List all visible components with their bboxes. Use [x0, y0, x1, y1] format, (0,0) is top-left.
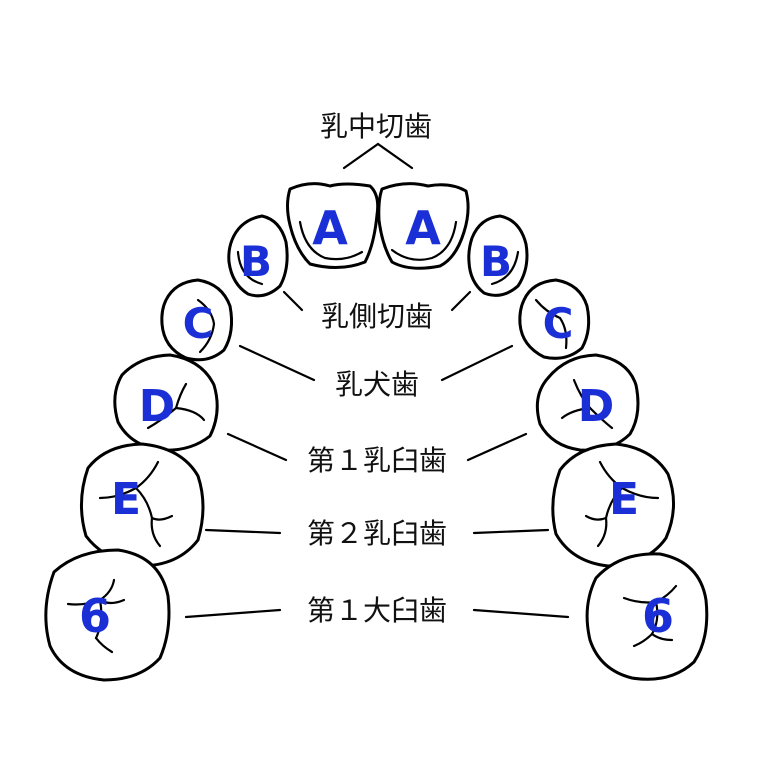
tooth-canine-right: C — [518, 278, 591, 360]
label-canine: 乳犬歯 — [335, 368, 419, 401]
leader-central-incisor — [342, 142, 414, 170]
tooth-letter-second-molar-left: E — [111, 474, 141, 525]
label-first-permanent-molar: 第１大臼歯 — [307, 594, 447, 627]
tooth-central-incisor-right: A — [377, 182, 470, 270]
tooth-letter-central-right: A — [405, 201, 441, 255]
tooth-letter-lateral-left: B — [240, 237, 272, 286]
tooth-letter-permanent-molar-right: 6 — [642, 589, 674, 643]
tooth-letter-first-molar-right: D — [578, 381, 615, 432]
leader-canine-right — [440, 344, 514, 382]
tooth-canine-left: C — [160, 278, 233, 362]
leader-permanent-molar-left — [184, 608, 282, 619]
tooth-permanent-molar-right: 6 — [585, 552, 709, 681]
leader-first-molar-left — [226, 432, 288, 462]
tooth-first-molar-left: D — [113, 353, 219, 452]
leader-first-molar-right — [466, 432, 528, 462]
label-second-molar: 第２乳臼歯 — [307, 517, 447, 550]
tooth-letter-central-left: A — [312, 201, 348, 255]
tooth-central-incisor-left: A — [286, 182, 380, 269]
label-lateral-incisor: 乳側切歯 — [321, 300, 433, 333]
tooth-letter-first-molar-left: D — [139, 381, 176, 432]
tooth-letter-lateral-right: B — [480, 237, 512, 286]
tooth-letter-canine-left: C — [183, 299, 214, 348]
label-central-incisor: 乳中切歯 — [320, 110, 432, 143]
leader-second-molar-left — [204, 528, 282, 535]
tooth-letter-permanent-molar-left: 6 — [79, 589, 111, 643]
leader-lateral-left — [282, 290, 304, 312]
leader-second-molar-right — [472, 528, 550, 535]
tooth-letter-second-molar-right: E — [609, 474, 639, 525]
leader-canine-left — [238, 344, 316, 382]
tooth-permanent-molar-left: 6 — [44, 548, 171, 682]
tooth-letter-canine-right: C — [543, 299, 574, 348]
leader-permanent-molar-right — [472, 608, 570, 619]
tooth-lateral-incisor-left: B — [227, 214, 289, 298]
tooth-lateral-incisor-right: B — [467, 214, 529, 297]
tooth-second-molar-right: E — [551, 442, 676, 568]
tooth-second-molar-left: E — [79, 442, 205, 568]
label-first-molar: 第１乳臼歯 — [307, 444, 447, 477]
leader-lateral-right — [450, 290, 472, 312]
tooth-first-molar-right: D — [535, 353, 640, 452]
